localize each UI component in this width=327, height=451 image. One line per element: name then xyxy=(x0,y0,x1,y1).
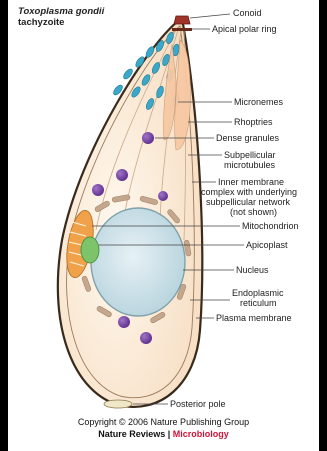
label-mitochondrion: Mitochondrion xyxy=(242,221,299,231)
journal-name: Nature Reviews | xyxy=(98,429,173,439)
label-imc-2: complex with underlying xyxy=(201,187,297,197)
label-imc-4: (not shown) xyxy=(230,207,277,217)
label-rhoptries: Rhoptries xyxy=(234,117,273,127)
label-er-1: Endoplasmic xyxy=(232,288,284,298)
label-apicoplast: Apicoplast xyxy=(246,240,288,250)
label-nucleus: Nucleus xyxy=(236,265,269,275)
title-species: Toxoplasma gondii xyxy=(18,6,105,17)
label-subpellicular-1: Subpellicular xyxy=(224,150,276,160)
conoid xyxy=(172,16,192,31)
label-imc-1: Inner membrane xyxy=(218,177,284,187)
copyright-line: Copyright © 2006 Nature Publishing Group xyxy=(8,417,319,427)
label-conoid: Conoid xyxy=(233,8,262,18)
label-plasma-membrane: Plasma membrane xyxy=(216,313,292,323)
nucleus xyxy=(91,208,185,316)
posterior-pole xyxy=(104,400,132,408)
label-subpellicular-2: microtubules xyxy=(224,160,276,170)
title-stage: tachyzoite xyxy=(18,17,64,28)
label-apical-polar-ring: Apical polar ring xyxy=(212,24,277,34)
label-er-2: reticulum xyxy=(240,298,277,308)
label-micronemes: Micronemes xyxy=(234,97,284,107)
label-imc-3: subpellicular network xyxy=(206,197,291,207)
journal-section: Microbiology xyxy=(173,429,229,439)
journal-credit: Nature Reviews | Microbiology xyxy=(8,429,319,439)
apicoplast xyxy=(81,237,99,263)
label-posterior-pole: Posterior pole xyxy=(170,399,226,409)
label-dense-granules: Dense granules xyxy=(216,133,280,143)
